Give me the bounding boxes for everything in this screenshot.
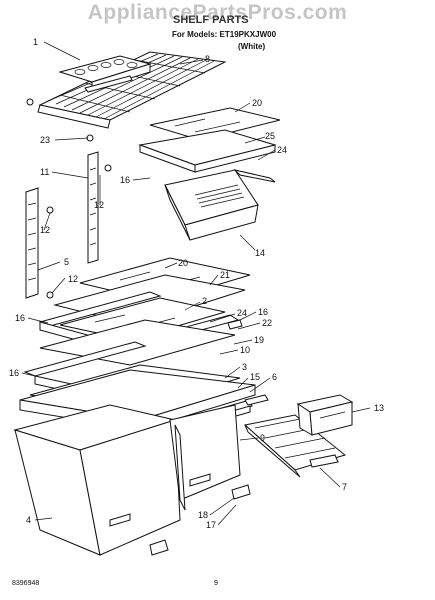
callout-19: 19 [254, 335, 264, 345]
models-label: For Models: ET19PKXJW00 [172, 30, 277, 39]
leader-lines [21, 41, 371, 526]
callout-10: 10 [240, 345, 250, 355]
dairy-bin [296, 394, 354, 436]
callout-12-lower: 12 [68, 274, 78, 284]
callout-16-lower-left: 16 [9, 368, 19, 378]
callout-6: 6 [272, 372, 277, 382]
callout-7: 7 [342, 482, 347, 492]
callout-3: 3 [242, 362, 247, 372]
color-label: (White) [238, 42, 266, 51]
watermark: AppliancePartsPros.com [87, 1, 348, 24]
callout-18: 18 [198, 510, 208, 520]
callout-5: 5 [64, 257, 69, 267]
callout-21: 21 [220, 270, 230, 280]
callout-8: 8 [205, 54, 210, 64]
callout-9: 9 [260, 433, 265, 443]
callout-15: 15 [250, 372, 260, 382]
callout-16-left: 16 [15, 313, 25, 323]
callout-4: 4 [26, 515, 31, 525]
callout-23: 23 [40, 135, 50, 145]
crisper-drawers [13, 404, 251, 556]
document-number: 8396948 [12, 580, 40, 587]
callout-20-lower: 20 [178, 258, 188, 268]
callout-1: 1 [33, 37, 38, 47]
callout-24-lower: 24 [237, 308, 247, 318]
callout-16: 16 [120, 175, 130, 185]
callout-20: 20 [252, 98, 262, 108]
callout-12-upper: 12 [94, 200, 104, 210]
callout-25: 25 [265, 131, 275, 141]
callout-24: 24 [277, 145, 287, 155]
small-crisper-assembly [138, 107, 281, 241]
page-title: SHELF PARTS [173, 14, 249, 26]
callout-12-middle: 12 [40, 225, 50, 235]
page-number: 9 [214, 580, 218, 587]
callout-14: 14 [255, 248, 265, 258]
callout-labels: 1 8 20 25 24 23 16 11 12 12 14 5 12 20 2… [9, 37, 384, 530]
callout-22: 22 [262, 318, 272, 328]
callout-2: 2 [202, 296, 207, 306]
side-rails [25, 151, 112, 299]
callout-13: 13 [374, 403, 384, 413]
callout-17: 17 [206, 520, 216, 530]
callout-16-right: 16 [258, 307, 268, 317]
wire-shelf-assembly [26, 51, 227, 142]
callout-11: 11 [40, 167, 49, 177]
